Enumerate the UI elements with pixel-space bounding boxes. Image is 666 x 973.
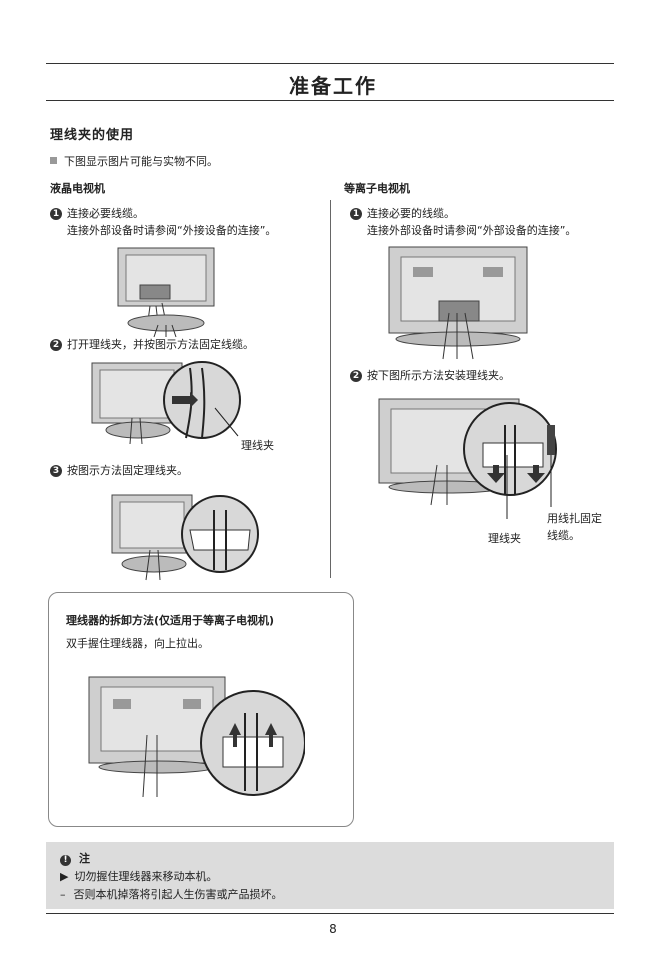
dash-bullet-icon: – <box>60 888 66 901</box>
intro-note: 下图显示图片可能与实物不同。 <box>50 153 218 170</box>
plasma-step1-line1: 连接必要的线缆。 <box>367 207 455 220</box>
lcd-tv-rear-illustration <box>117 247 215 338</box>
page-number: 8 <box>329 922 337 936</box>
exclamation-icon: ! <box>60 855 71 866</box>
step-number-badge: 1 <box>50 208 62 220</box>
plasma-step1: 1 连接必要的线缆。 连接外部设备时请参阅“外部设备的连接”。 <box>350 205 576 239</box>
step-number-badge: 3 <box>50 465 62 477</box>
intro-note-text: 下图显示图片可能与实物不同。 <box>64 155 218 168</box>
caution-item-1-text: 切勿握住理线器来移动本机。 <box>74 870 218 883</box>
triangle-bullet-icon: ▶ <box>60 870 69 883</box>
removal-title: 理线器的拆卸方法(仅适用于等离子电视机) <box>66 614 275 627</box>
lcd-step3: 3 按图示方法固定理线夹。 <box>50 462 188 479</box>
caution-panel <box>46 842 614 909</box>
lcd-step3-text: 按图示方法固定理线夹。 <box>67 464 188 477</box>
lcd-step2: 2 打开理线夹，并按图示方法固定线缆。 <box>50 336 254 353</box>
lcd-step1-line2: 连接外部设备时请参阅“外接设备的连接”。 <box>67 224 277 237</box>
lcd-heading: 液晶电视机 <box>50 182 105 195</box>
plasma-tie-label-line1: 用线扎固定 <box>547 512 602 525</box>
plasma-cable-clamp-illustration <box>378 398 557 519</box>
step-number-badge: 2 <box>50 339 62 351</box>
plasma-step2: 2 按下图所示方法安装理线夹。 <box>350 367 510 384</box>
plasma-tie-label: 用线扎固定 线缆。 <box>547 510 602 544</box>
step-number-badge: 2 <box>350 370 362 382</box>
title-underline <box>46 100 614 101</box>
lcd-step2-text: 打开理线夹，并按图示方法固定线缆。 <box>67 338 254 351</box>
caution-heading: !注 <box>60 850 90 867</box>
lcd-clamp-fixed-illustration <box>111 494 259 581</box>
caution-item-2: –否则本机掉落将引起人生伤害或产品损坏。 <box>60 886 283 903</box>
lcd-step1: 1 连接必要线缆。 连接外部设备时请参阅“外接设备的连接”。 <box>50 205 276 239</box>
plasma-step1-line2: 连接外部设备时请参阅“外部设备的连接”。 <box>367 224 577 237</box>
removal-illustration <box>88 676 305 798</box>
caution-item-2-text: 否则本机掉落将引起人生伤害或产品损坏。 <box>73 888 283 901</box>
lcd-step1-line1: 连接必要线缆。 <box>67 207 144 220</box>
plasma-step2-text: 按下图所示方法安装理线夹。 <box>367 369 510 382</box>
plasma-tv-rear-illustration <box>388 246 528 360</box>
plasma-tie-label-line2: 线缆。 <box>547 529 580 542</box>
page-title: 准备工作 <box>289 74 377 98</box>
caution-item-1: ▶ 切勿握住理线器来移动本机。 <box>60 868 217 885</box>
plasma-heading: 等离子电视机 <box>344 182 410 195</box>
plasma-clamp-label: 理线夹 <box>488 532 521 545</box>
square-bullet-icon <box>50 157 57 164</box>
caution-label: 注 <box>79 852 90 865</box>
column-divider <box>330 200 331 578</box>
step-number-badge: 1 <box>350 208 362 220</box>
removal-box <box>48 592 354 827</box>
top-rule <box>46 63 614 64</box>
removal-text: 双手握住理线器，向上拉出。 <box>66 637 209 650</box>
lcd-cable-clamp-illustration <box>91 361 241 445</box>
bottom-rule <box>46 913 614 914</box>
lcd-clamp-label: 理线夹 <box>241 439 274 452</box>
section-title: 理线夹的使用 <box>50 128 135 143</box>
